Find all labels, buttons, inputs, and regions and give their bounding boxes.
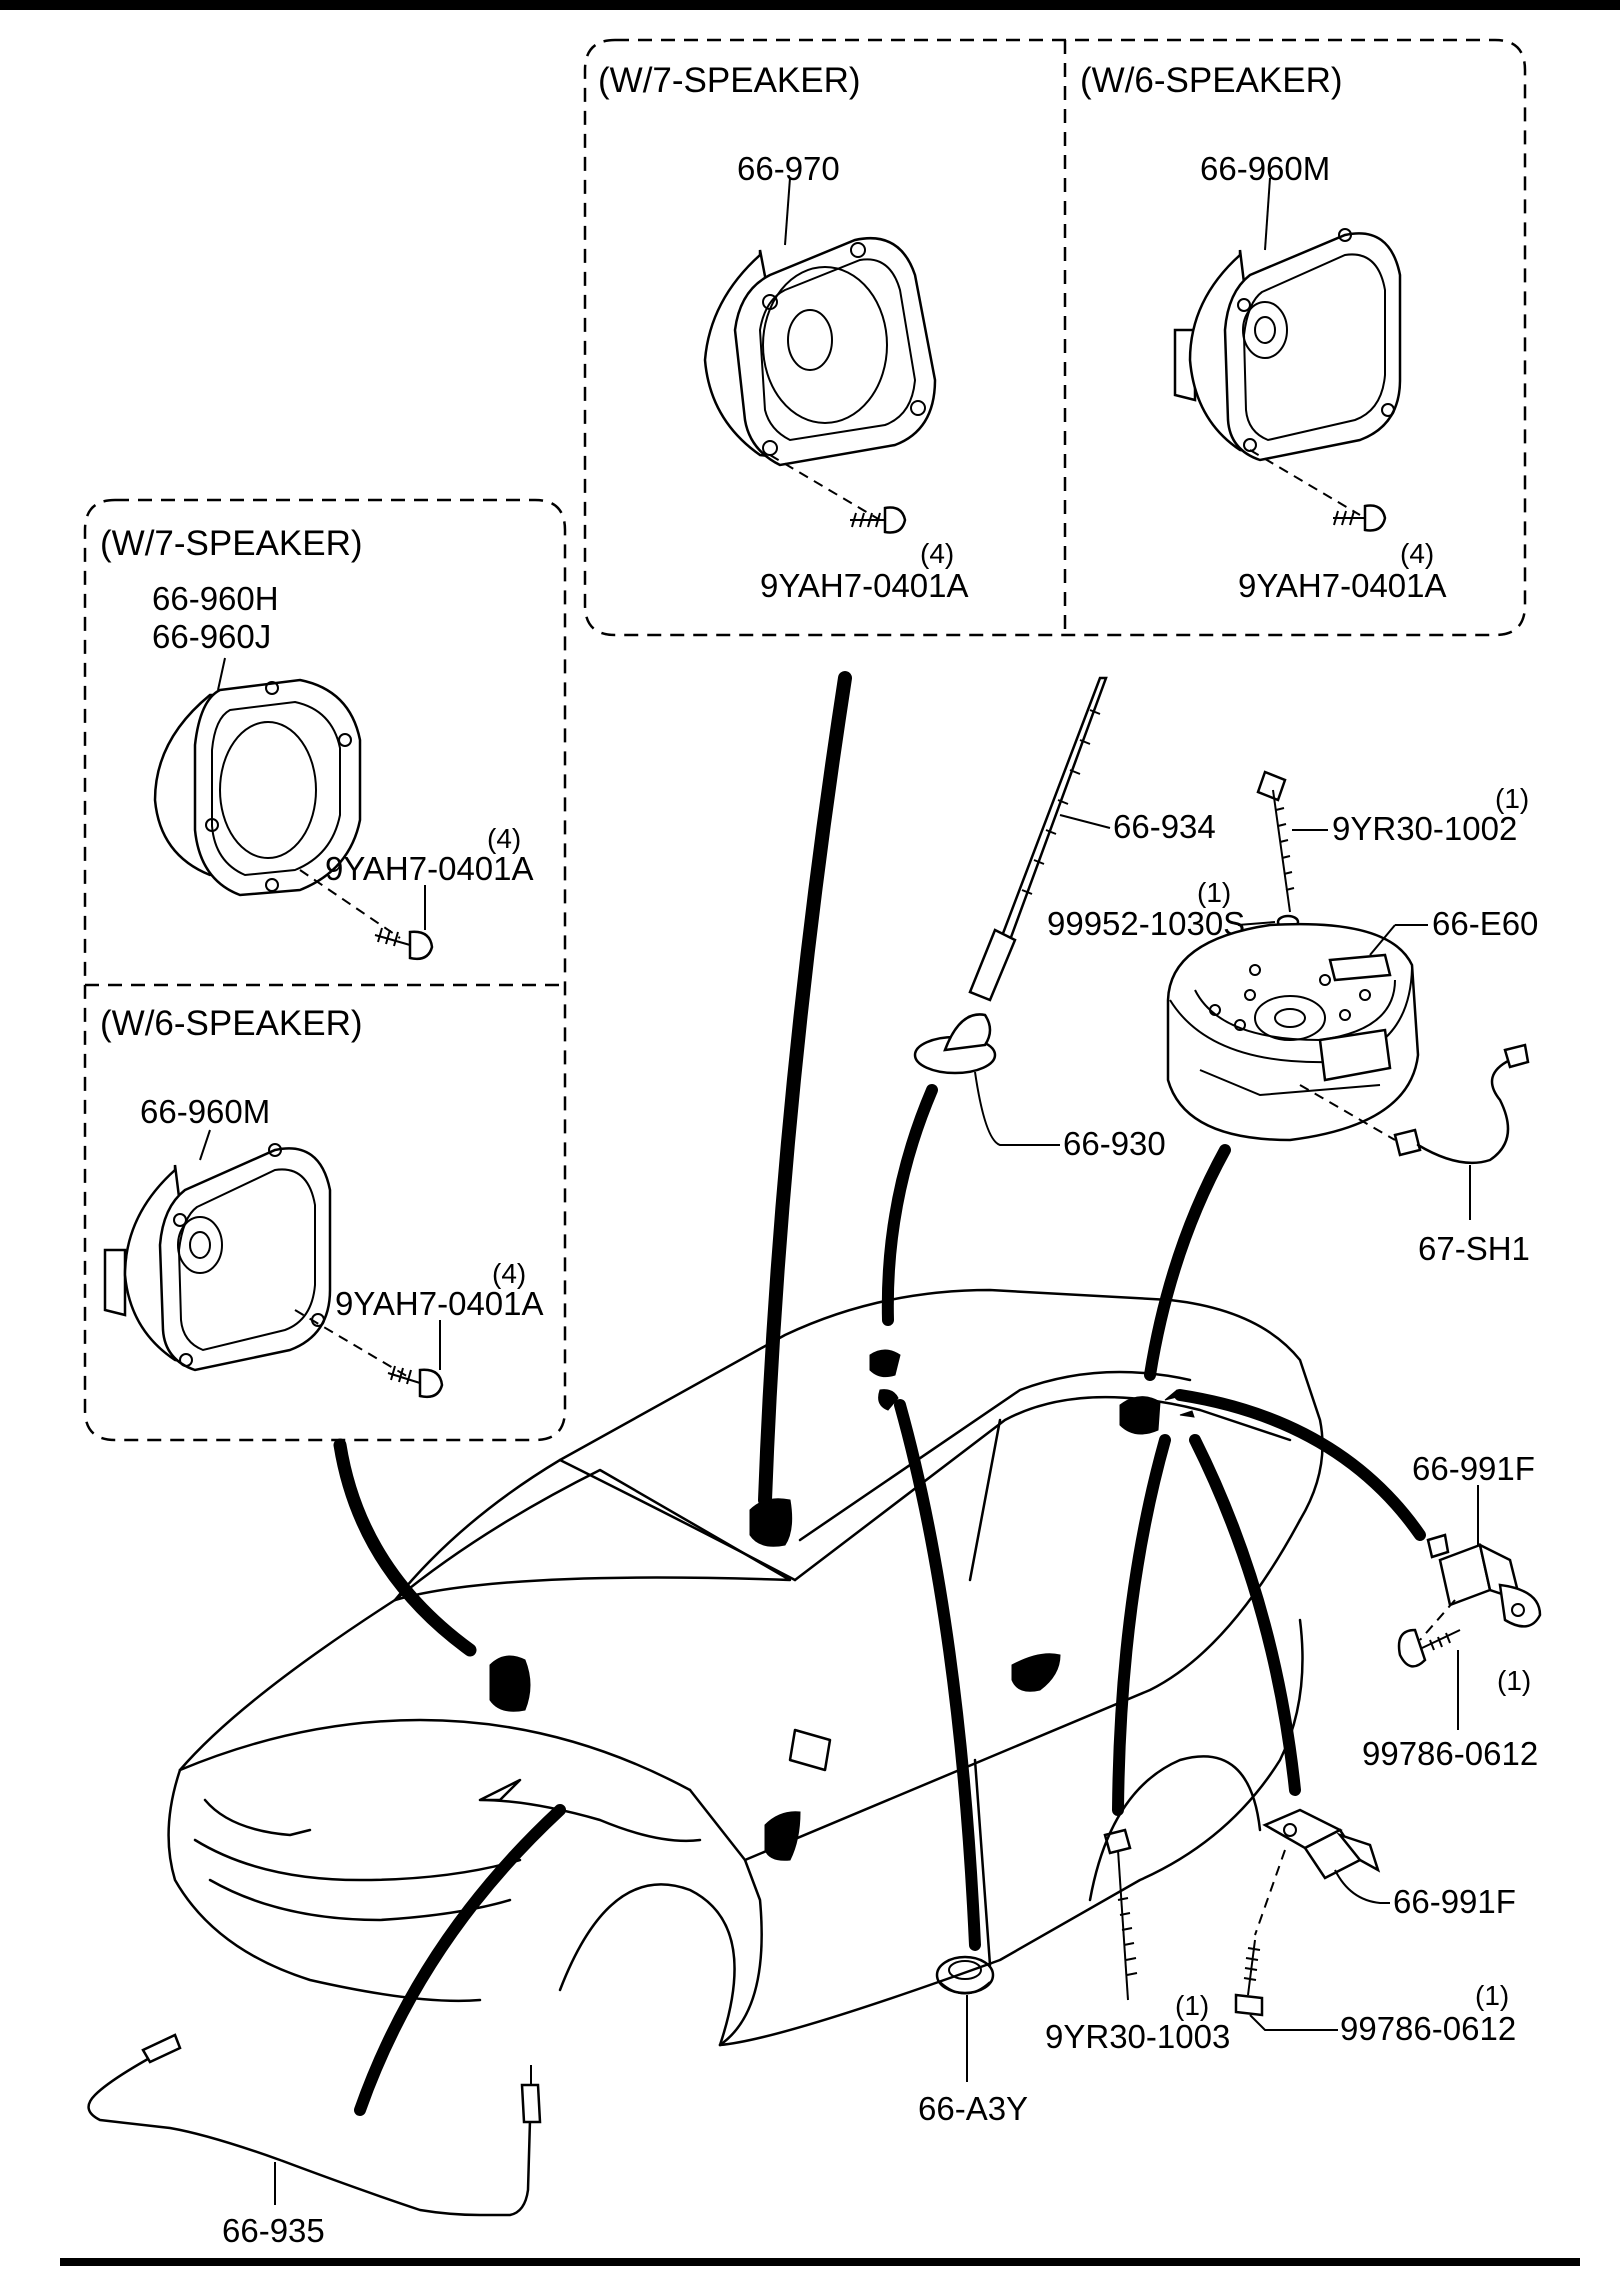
top-speaker-box: (W/7-SPEAKER) (W/6-SPEAKER) 66-970 (4) 9… [583,38,1527,637]
label-66-960j: 66-960J [152,618,271,655]
label-99786-0612-a: 99786-0612 [1362,1735,1538,1772]
bolt-icon [1103,1828,1138,2001]
label-9yah7-a: 9YAH7-0401A [760,567,969,604]
label-9yah7-c: 9YAH7-0401A [325,850,534,887]
label-66-970: 66-970 [737,150,840,187]
screw-icon [1333,504,1387,532]
label-66-960h: 66-960H [152,580,279,617]
qty-9yr30-1002: (1) [1495,783,1529,814]
callout-lines [333,671,1426,2116]
label-66-935: 66-935 [222,2212,325,2249]
qty-99952: (1) [1197,877,1231,908]
label-66-930: 66-930 [1063,1125,1166,1162]
label-67-sh1: 67-SH1 [1418,1230,1530,1267]
left-top-header: (W/7-SPEAKER) [100,524,363,563]
antenna-mast-icon [968,676,1108,1002]
car-icon [167,1288,1324,2047]
label-66-960m-top: 66-960M [1200,150,1330,187]
label-99952-1030s: 99952-1030S [1047,905,1245,942]
bottom-rule [60,2258,1580,2266]
wire-harness-icon [1393,1043,1530,1165]
speaker-icon [703,236,937,467]
antenna-base-icon [913,1013,997,1075]
label-9yr30-1003: 9YR30-1003 [1045,2018,1230,2055]
qty-9yah7-a: (4) [920,538,954,569]
label-66-a3y: 66-A3Y [918,2090,1028,2127]
qty-99786-b: (1) [1475,1980,1509,2011]
left-speaker-box: (W/7-SPEAKER) (W/6-SPEAKER) 66-960H 66-9… [83,498,567,1442]
qty-9yah7-d: (4) [492,1258,526,1289]
qty-99786-a: (1) [1497,1665,1531,1696]
antenna-cable-icon [87,2033,542,2217]
qty-9yah7-c: (4) [487,823,521,854]
grommet-icon [935,1955,995,1995]
label-9yah7-b: 9YAH7-0401A [1238,567,1447,604]
speaker-icon [153,678,362,897]
screw-icon [850,506,907,534]
qty-9yr30-1003: (1) [1175,1990,1209,2021]
bolt-icon [1256,770,1295,913]
label-66-960m-left: 66-960M [140,1093,270,1130]
screw-icon [387,1365,444,1399]
left-bottom-header: (W/6-SPEAKER) [100,1004,363,1043]
subwoofer-icon [1166,922,1420,1142]
label-9yah7-d: 9YAH7-0401A [335,1285,544,1322]
label-66-934: 66-934 [1113,808,1216,845]
screw-icon [374,927,434,961]
qty-9yah7-b: (4) [1400,538,1434,569]
top-right-header: (W/6-SPEAKER) [1080,61,1343,100]
speaker-icon [103,1143,332,1372]
bolt-icon [1234,1939,1264,2017]
bracket-icon [1262,1808,1381,1880]
bolt-icon [1397,1628,1461,1668]
label-66-991f-b: 66-991F [1393,1883,1516,1920]
label-66-991f-a: 66-991F [1412,1450,1535,1487]
top-left-header: (W/7-SPEAKER) [598,61,861,100]
label-9yr30-1002: 9YR30-1002 [1332,810,1517,847]
bracket-icon [1426,1533,1542,1628]
label-66-e60: 66-E60 [1432,905,1538,942]
label-99786-0612-b: 99786-0612 [1340,2010,1516,2047]
speaker-icon [1173,228,1402,462]
top-rule [0,0,1620,10]
